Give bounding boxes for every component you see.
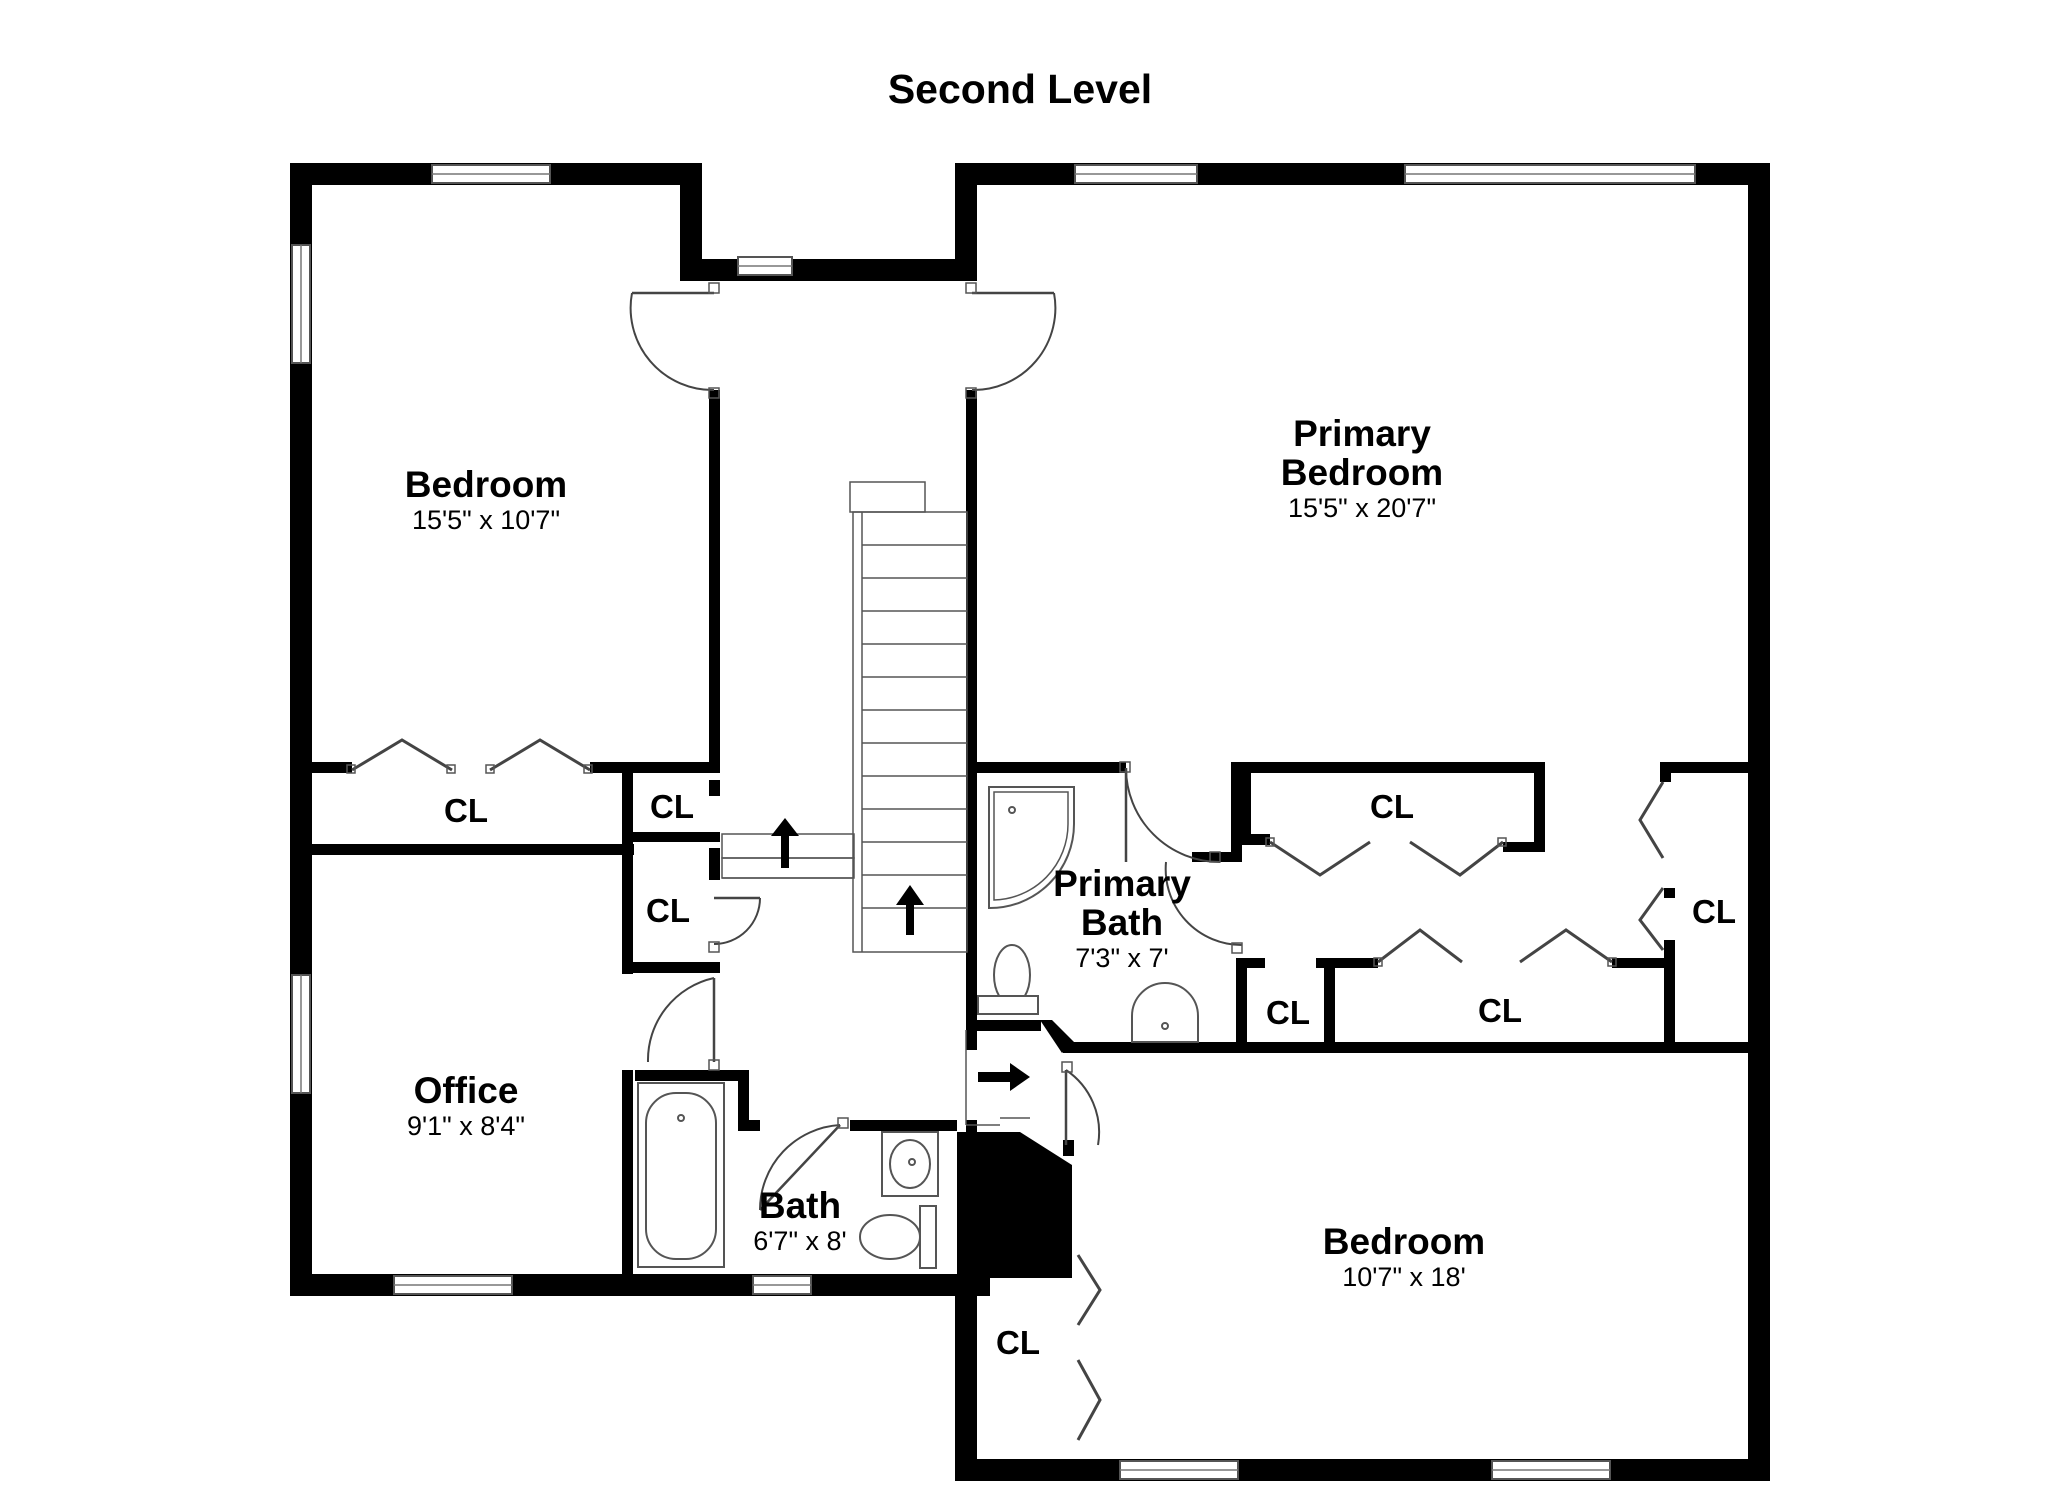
- stair-treads: [862, 544, 967, 909]
- window: [291, 244, 311, 364]
- plan-title: Second Level: [888, 66, 1152, 112]
- window: [1491, 1460, 1611, 1480]
- windows: [291, 164, 1696, 1480]
- door-se-closet: [1061, 1061, 1101, 1146]
- closet-label: CL: [650, 788, 694, 825]
- room-name: Bedroom: [1323, 1221, 1485, 1262]
- window: [291, 974, 311, 1094]
- window: [1119, 1460, 1239, 1480]
- closet-label: CL: [1370, 788, 1414, 825]
- window: [431, 164, 551, 184]
- sink-icon: [1131, 982, 1199, 1043]
- room-dims: 9'1" x 8'4": [407, 1111, 525, 1141]
- interior-walls: [312, 390, 1770, 1296]
- arrow-right-icon: [978, 1063, 1030, 1091]
- closet-label: CL: [1692, 893, 1736, 930]
- closet-label: CL: [444, 792, 488, 829]
- room-name: Primary: [1053, 863, 1191, 904]
- staircase: [721, 481, 1030, 1091]
- sink-icon: [881, 1131, 939, 1197]
- room-name: Office: [414, 1070, 519, 1111]
- room-bedroom-nw: Bedroom 15'5" x 10'7": [405, 464, 567, 535]
- room-bath: Bath 6'7" x 8': [753, 1185, 846, 1256]
- fixtures: [637, 786, 1199, 1269]
- arrow-up-icon: [771, 818, 799, 868]
- room-dims: 7'3" x 7': [1075, 943, 1168, 973]
- room-primary-bath: Primary Bath 7'3" x 7': [1053, 863, 1191, 973]
- room-dims: 15'5" x 10'7": [412, 505, 560, 535]
- window: [1074, 164, 1198, 184]
- room-name: Bath: [759, 1185, 841, 1226]
- room-name: Bath: [1081, 902, 1163, 943]
- door-office: [646, 977, 720, 1071]
- toilet-icon: [977, 944, 1039, 1015]
- shower-icon: [988, 786, 1075, 910]
- bathtub-icon: [637, 1082, 725, 1268]
- bifold-doors: [346, 738, 1665, 1441]
- room-name: Bedroom: [1281, 452, 1443, 493]
- room-name: Primary: [1293, 413, 1431, 454]
- door-bath: [758, 1117, 849, 1211]
- closet-label: CL: [1266, 994, 1310, 1031]
- closet-label: CL: [646, 892, 690, 929]
- doors: [629, 282, 1243, 1211]
- toilet-icon: [859, 1205, 937, 1269]
- door-primary-bath-inner: [1164, 861, 1243, 954]
- room-dims: 15'5" x 20'7": [1288, 493, 1436, 523]
- door-entry-landing: [965, 1030, 1030, 1126]
- closet-label: CL: [996, 1324, 1040, 1361]
- door-primary-bedroom: [965, 282, 1057, 399]
- window: [737, 256, 793, 276]
- window: [393, 1275, 513, 1295]
- door-nw-bedroom: [629, 282, 720, 399]
- window: [1404, 164, 1696, 184]
- arrow-up-icon: [896, 885, 924, 935]
- door-primary-bath: [1119, 761, 1221, 863]
- closet-label: CL: [1478, 992, 1522, 1029]
- door-hall-closet: [708, 896, 761, 953]
- room-name: Bedroom: [405, 464, 567, 505]
- room-dims: 10'7" x 18': [1342, 1262, 1465, 1292]
- closet-labels: CL CL CL CL CL CL CL CL: [444, 788, 1736, 1361]
- room-office: Office 9'1" x 8'4": [407, 1070, 525, 1141]
- room-primary-bedroom: Primary Bedroom 15'5" x 20'7": [1281, 413, 1443, 523]
- room-dims: 6'7" x 8': [753, 1226, 846, 1256]
- room-bedroom-se: Bedroom 10'7" x 18': [1323, 1221, 1485, 1292]
- window: [752, 1275, 812, 1295]
